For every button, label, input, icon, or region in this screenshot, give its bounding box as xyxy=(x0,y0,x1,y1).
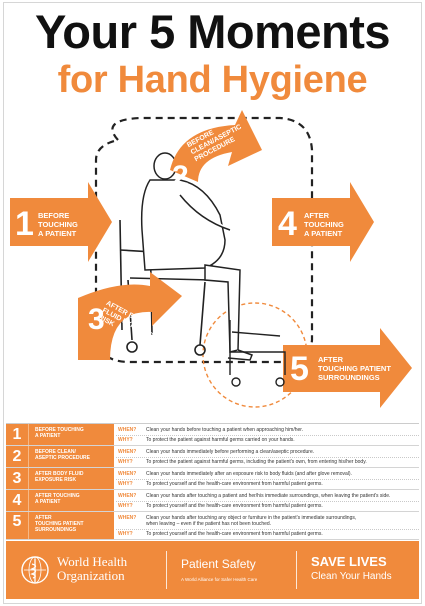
hand-hygiene-illustration xyxy=(10,110,412,408)
row-divider xyxy=(116,529,419,530)
patient-safety-title: Patient Safety xyxy=(181,557,256,571)
moment-1-label: BEFORE TOUCHING A PATIENT xyxy=(38,211,78,238)
when-text: Clean your hands immediately before perf… xyxy=(146,449,315,455)
poster-title: Your 5 Moments xyxy=(34,5,391,58)
moment-5-label: AFTER TOUCHING PATIENT SURROUNDINGS xyxy=(318,355,391,382)
why-label: WHY? xyxy=(118,481,133,487)
when-text: Clean your hands immediately after an ex… xyxy=(146,471,352,477)
table-row: 2 BEFORE CLEAN/ASEPTIC PROCEDURE WHEN? C… xyxy=(6,446,419,468)
why-label: WHY? xyxy=(118,531,133,537)
moment-1-number: 1 xyxy=(15,205,34,243)
row-divider xyxy=(116,501,419,502)
why-label: WHY? xyxy=(118,503,133,509)
moment-5-number: 5 xyxy=(290,350,309,388)
row-divider xyxy=(116,435,419,436)
save-lives-title: SAVE LIVES xyxy=(311,554,387,569)
footer-bar: World Health Organization Patient Safety… xyxy=(6,541,419,599)
save-lives-subtitle: Clean Your Hands xyxy=(311,571,392,582)
why-text: To protect the patient against harmful g… xyxy=(146,437,295,443)
why-text: To protect yourself and the health-care … xyxy=(146,481,323,487)
row-label: BEFORE CLEAN/ASEPTIC PROCEDURE xyxy=(28,446,114,467)
arrow-moment-5 xyxy=(283,328,412,408)
when-label: WHEN? xyxy=(118,427,137,433)
why-label: WHY? xyxy=(118,437,133,443)
when-text: Clean your hands before touching a patie… xyxy=(146,427,304,433)
footer-divider xyxy=(296,551,297,589)
when-label: WHEN? xyxy=(118,493,137,499)
row-number: 3 xyxy=(6,468,28,489)
why-text: To protect the patient against harmful g… xyxy=(146,459,367,465)
who-name: World Health Organization xyxy=(57,554,128,583)
moment-4-number: 4 xyxy=(278,205,297,243)
footer-divider xyxy=(166,551,167,589)
moment-2-number: 2 xyxy=(172,160,189,193)
when-label: WHEN? xyxy=(118,471,137,477)
who-emblem-icon xyxy=(21,556,49,584)
moment-4-label: AFTER TOUCHING A PATIENT xyxy=(304,211,344,238)
row-number: 5 xyxy=(6,512,28,539)
arrow-moment-1 xyxy=(10,182,112,262)
arrow-moment-2 xyxy=(170,110,262,182)
poster-subtitle: for Hand Hygiene xyxy=(57,59,368,101)
when-text: Clean your hands after touching any obje… xyxy=(146,515,357,521)
when-label: WHEN? xyxy=(118,515,137,521)
moment-3-number: 3 xyxy=(88,303,105,336)
row-number: 2 xyxy=(6,446,28,467)
row-divider xyxy=(116,457,419,458)
why-text: To protect yourself and the health-care … xyxy=(146,531,323,537)
patient-figure-drawing xyxy=(140,152,253,361)
when-text-continued: when leaving – even if the patient has n… xyxy=(146,521,272,527)
patient-zone-outline xyxy=(94,116,314,364)
row-number: 4 xyxy=(6,490,28,511)
row-number: 1 xyxy=(6,424,28,445)
bed-drawing xyxy=(229,320,286,387)
patient-safety-subtitle: A World Alliance for Safer Health Care xyxy=(181,577,258,582)
arrow-moment-3 xyxy=(78,272,182,360)
when-text: Clean your hands after touching a patien… xyxy=(146,493,391,499)
arrow-moment-4 xyxy=(272,182,374,262)
why-text: To protect yourself and the health-care … xyxy=(146,503,323,509)
when-label: WHEN? xyxy=(118,449,137,455)
why-label: WHY? xyxy=(118,459,133,465)
row-divider xyxy=(116,479,419,480)
